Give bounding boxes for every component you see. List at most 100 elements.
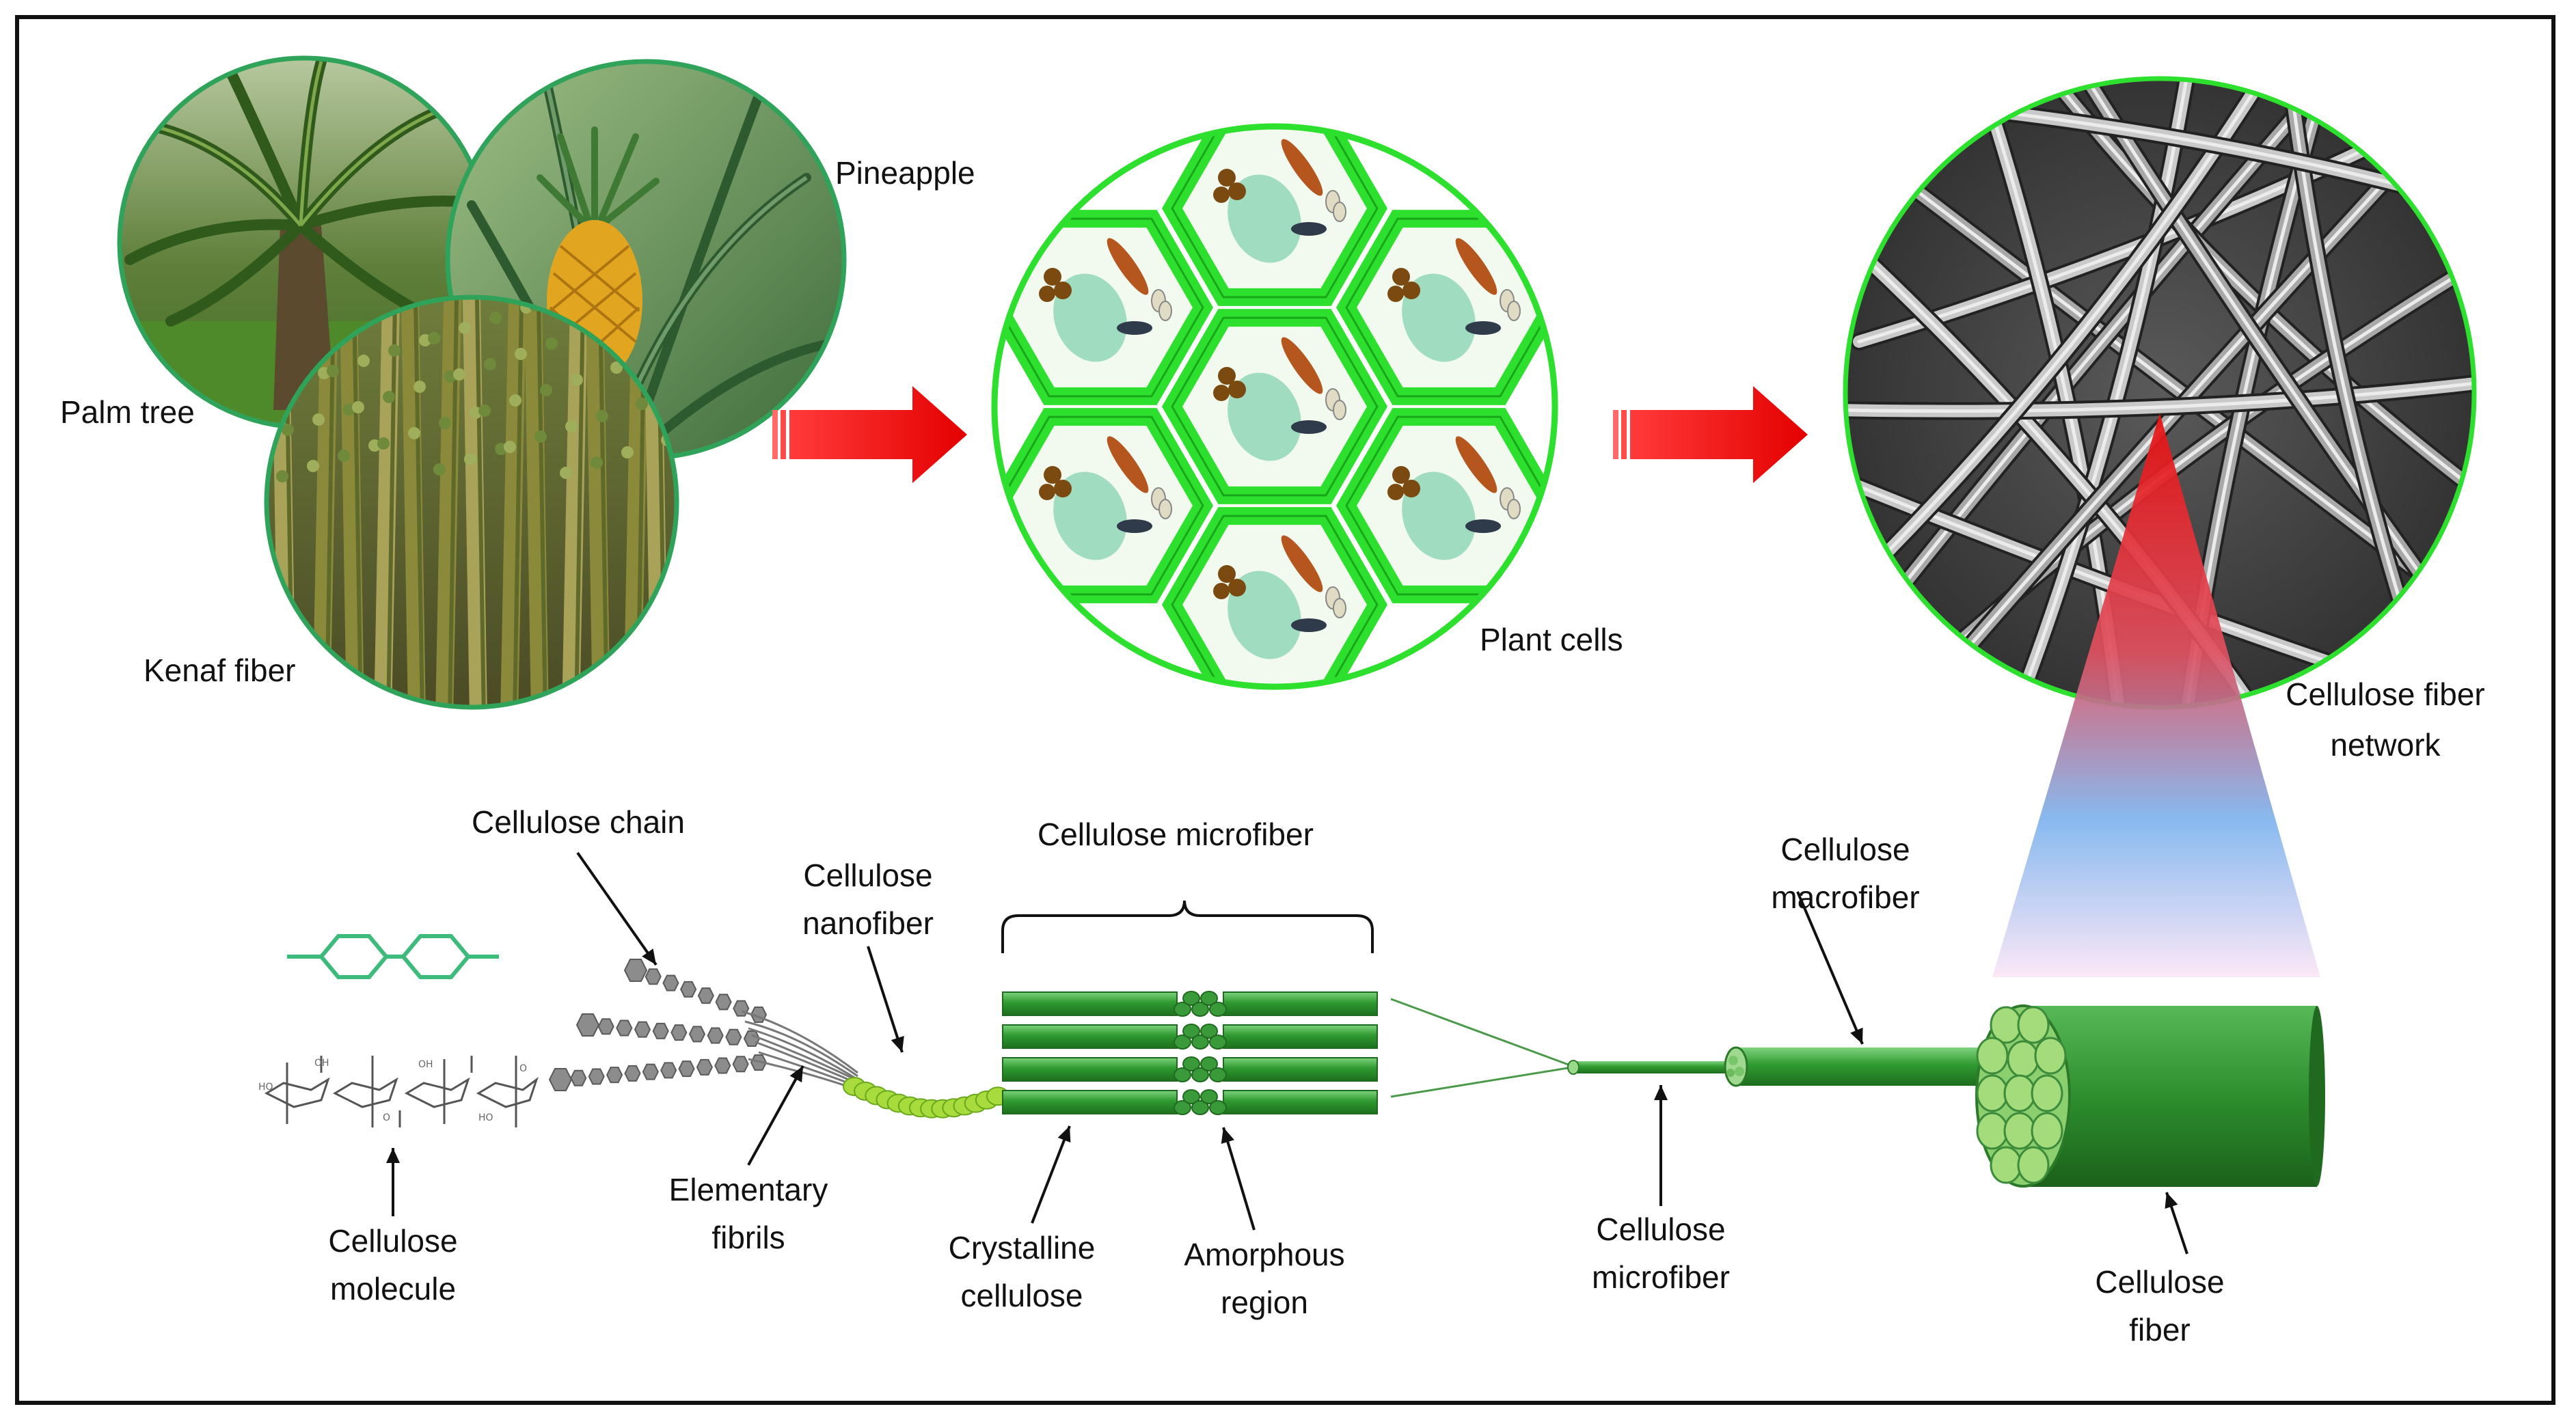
- organelle: [1392, 268, 1410, 286]
- label-plant-cells: Plant cells: [1480, 622, 1623, 657]
- label-line: microfiber: [1592, 1259, 1730, 1295]
- label-kenaf-fiber: Kenaf fiber: [144, 653, 296, 688]
- chain-bead: [634, 1021, 651, 1038]
- amorphous-segment: [1182, 1056, 1200, 1071]
- organelle: [1158, 301, 1172, 321]
- magnification-cone: [1992, 413, 2320, 977]
- label-elementary-fibrils: Elementary fibrils: [660, 1168, 837, 1259]
- chain-bead: [588, 1068, 605, 1085]
- nucleus: [1465, 519, 1501, 533]
- fiber-bundle-end: [1976, 1074, 2009, 1112]
- chloroplast: [1107, 238, 1149, 295]
- chain-bead: [732, 1056, 749, 1073]
- chloroplast: [1281, 535, 1323, 592]
- cellulose-microfiber-block: [1002, 991, 1378, 1115]
- cellulose-fiber-cylinder: [1975, 1004, 2325, 1188]
- chain-bead: [570, 1069, 587, 1086]
- label-cellulose-microfiber-top: Cellulose microfiber: [1038, 817, 1314, 852]
- organelle: [1228, 182, 1246, 200]
- pointer-head: [1057, 1126, 1071, 1143]
- amorphous-segment: [1191, 1035, 1209, 1050]
- pointer-line: [1031, 1125, 1071, 1224]
- organelle: [1228, 579, 1246, 597]
- organelle: [1218, 169, 1236, 187]
- organelle: [1402, 282, 1420, 299]
- chain-bead: [575, 1013, 600, 1037]
- organelle: [1218, 565, 1236, 583]
- organelle: [1054, 480, 1072, 497]
- label-cellulose-microfiber-bottom: Cellulose microfiber: [1572, 1208, 1750, 1298]
- organelle: [1213, 583, 1230, 599]
- organelle: [1402, 480, 1420, 497]
- chain-bead: [606, 1067, 623, 1084]
- pointer-line: [747, 1065, 804, 1166]
- label-line: nanofiber: [802, 905, 934, 941]
- vacuole: [1228, 174, 1301, 263]
- amorphous-segment: [1200, 1089, 1218, 1104]
- chain-bead: [660, 1062, 677, 1079]
- chain-bead: [678, 1060, 695, 1078]
- nucleus: [1117, 519, 1152, 533]
- crystalline-rod: [1002, 991, 1178, 1016]
- label-line: network: [2330, 727, 2441, 763]
- organelle: [1158, 499, 1172, 519]
- organelle: [1507, 301, 1521, 321]
- nucleus: [1117, 321, 1152, 335]
- label-line: Elementary: [668, 1172, 828, 1207]
- organelle: [1218, 367, 1236, 385]
- chloroplast: [1455, 436, 1497, 493]
- label-cellulose-fiber: Cellulose fiber: [2078, 1261, 2242, 1351]
- amorphous-segment: [1209, 1100, 1227, 1115]
- fiber-bundle-end: [2017, 1146, 2050, 1184]
- crystalline-rod: [1223, 1090, 1378, 1114]
- amorphous-segment: [1174, 1002, 1191, 1017]
- chain-bead: [623, 959, 648, 982]
- label-line: Cellulose fiber: [2286, 676, 2485, 712]
- pointer-head: [642, 948, 656, 965]
- chloroplast: [1455, 238, 1497, 295]
- red-arrow-2: [1613, 386, 1808, 483]
- organelle: [1213, 385, 1230, 401]
- chain-bead: [642, 1063, 659, 1080]
- label-line: fibrils: [711, 1220, 785, 1255]
- fiber-bundle-end: [2031, 1112, 2063, 1150]
- chloroplast: [1281, 337, 1323, 394]
- svg-text:OH: OH: [314, 1058, 329, 1069]
- label-line: molecule: [329, 1271, 457, 1306]
- vacuole: [1402, 471, 1476, 560]
- organelle: [1044, 268, 1061, 286]
- amorphous-segment: [1191, 1002, 1209, 1017]
- chloroplast: [1281, 139, 1323, 196]
- chain-bead: [652, 1022, 669, 1039]
- chain-bead: [645, 968, 662, 985]
- pointer-head: [891, 1035, 904, 1052]
- label-line: Cellulose: [803, 858, 933, 893]
- crystalline-rod: [1223, 1057, 1378, 1082]
- chloroplast: [1107, 436, 1149, 493]
- label-line: Crystalline: [948, 1230, 1096, 1265]
- label-line: region: [1221, 1285, 1308, 1320]
- vacuole: [1228, 372, 1301, 461]
- svg-text:O: O: [383, 1112, 390, 1123]
- nucleus: [1291, 222, 1327, 236]
- pointer-line: [1796, 891, 1864, 1045]
- fiber-bundle-end: [2007, 1040, 2039, 1078]
- red-arrow-1: [772, 386, 967, 483]
- cellulose-chains: [548, 959, 768, 1091]
- pointer-head: [1221, 1127, 1234, 1144]
- chain-bead: [696, 1058, 714, 1076]
- organelle: [1333, 400, 1346, 420]
- fiber-bundle-end: [1976, 1037, 2009, 1075]
- crystalline-rod: [1002, 1090, 1178, 1114]
- label-line: Cellulose: [2095, 1264, 2225, 1300]
- amorphous-segment: [1174, 1067, 1191, 1082]
- label-palm-tree: Palm tree: [60, 394, 195, 430]
- vacuole: [1228, 571, 1301, 659]
- fiber-bundle-end: [1990, 1146, 2022, 1184]
- crystalline-rod: [1002, 1024, 1178, 1049]
- pointer-head: [2165, 1192, 2178, 1209]
- fiber-bundle-end: [2017, 1006, 2050, 1044]
- nucleus: [1291, 420, 1327, 434]
- pointer-line: [1222, 1127, 1256, 1231]
- label-line: Cellulose: [1596, 1211, 1726, 1247]
